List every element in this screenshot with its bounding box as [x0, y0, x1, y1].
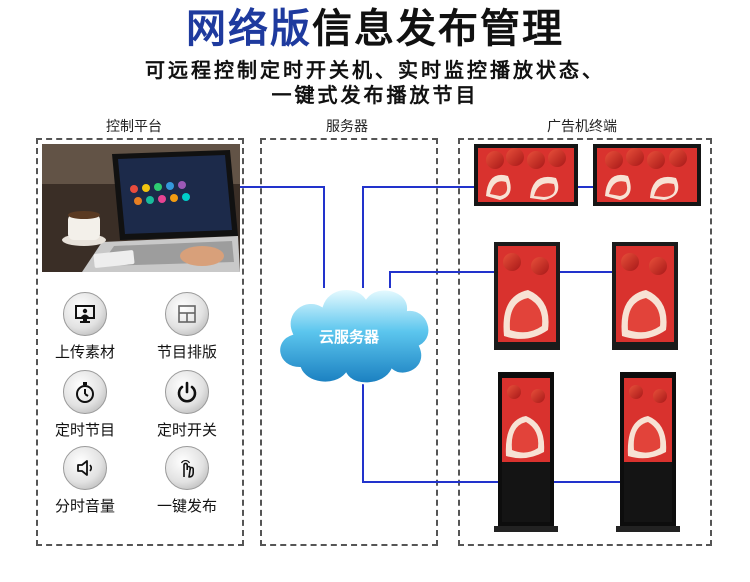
feature-layout: 节目排版	[142, 292, 232, 361]
terminal-label: 广告机终端	[543, 118, 621, 136]
feature-timed-volume: 分时音量	[40, 446, 130, 515]
stopwatch-icon	[63, 370, 107, 414]
power-icon	[165, 370, 209, 414]
speaker-icon	[63, 446, 107, 490]
portrait-screen-2	[612, 242, 678, 350]
feature-timed-program: 定时节目	[40, 370, 130, 439]
connector-cloud-kiosk	[362, 382, 498, 483]
feature-label: 节目排版	[156, 343, 217, 361]
control-platform-label: 控制平台	[102, 118, 166, 136]
subtitle-line-1: 可远程控制定时开关机、实时监控播放状态、	[145, 58, 605, 82]
upload-monitor-icon	[63, 292, 107, 336]
feature-label: 定时开关	[156, 421, 217, 439]
touch-hand-icon	[165, 446, 209, 490]
server-panel	[260, 138, 438, 546]
feature-label: 一键发布	[156, 497, 217, 515]
title-highlight: 网络版	[186, 6, 312, 52]
landscape-screen-1	[474, 144, 578, 206]
title-rest: 信息发布管理	[312, 6, 564, 52]
feature-one-click-publish: 一键发布	[142, 446, 232, 515]
connector-laptop-cloud	[240, 186, 325, 288]
feature-label: 分时音量	[54, 497, 115, 515]
subtitle-line-2: 一键式发布播放节目	[271, 83, 479, 107]
kiosk-1	[494, 372, 558, 532]
landscape-screen-2	[593, 144, 701, 206]
feature-timed-switch: 定时开关	[142, 370, 232, 439]
main-title: 网络版信息发布管理	[0, 6, 750, 52]
connector-lines	[240, 186, 620, 483]
layout-grid-icon	[165, 292, 209, 336]
connector-cloud-portrait	[389, 271, 494, 288]
portrait-screen-1	[494, 242, 560, 350]
control-platform-panel	[36, 138, 244, 546]
feature-label: 上传素材	[54, 343, 115, 361]
cloud-shape	[278, 287, 431, 385]
kiosk-2	[616, 372, 680, 532]
server-label: 服务器	[322, 118, 372, 136]
subtitle: 可远程控制定时开关机、实时监控播放状态、 一键式发布播放节目	[0, 58, 750, 108]
feature-label: 定时节目	[54, 421, 115, 439]
laptop-illustration	[42, 144, 240, 272]
terminal-panel	[458, 138, 712, 546]
laptop-photo	[42, 144, 240, 272]
feature-upload: 上传素材	[40, 292, 130, 361]
cloud-server-label: 云服务器	[318, 328, 379, 346]
connector-cloud-landscape	[362, 186, 474, 288]
